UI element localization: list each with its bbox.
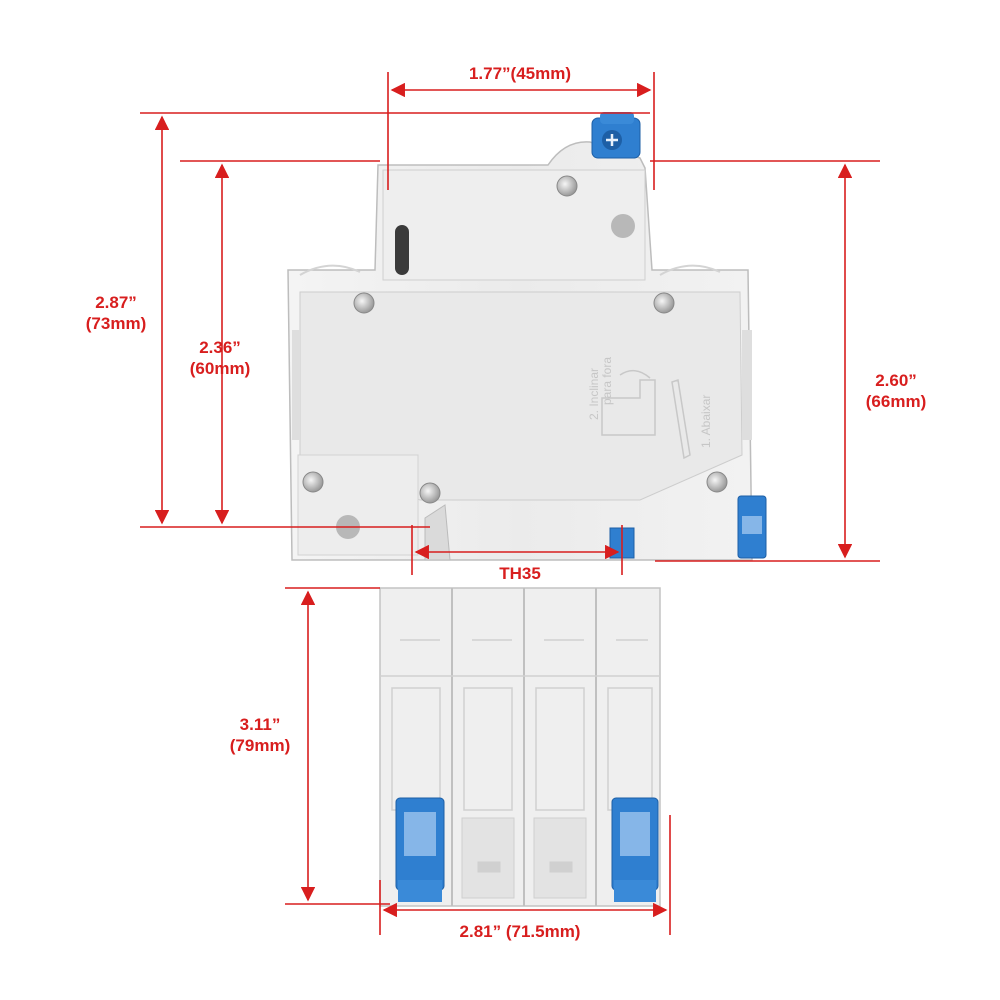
side-view-breaker: 2. Inclinar para fora 1. Abaixar [287,112,767,561]
front-view-breaker [379,587,661,907]
dimension-lines [140,72,880,935]
side-screw-1 [556,175,578,197]
front-recess-lines [380,639,660,811]
label-front-width: 2.81” (71.5mm) [459,922,581,941]
label-total-height-mm: (73mm) [85,314,147,333]
side-hole-top [611,214,635,238]
side-left-rib [292,330,300,440]
label-front-height-in: 3.11” [239,715,281,734]
side-top-bumps-right [659,264,721,276]
label-body-height-in: 2.36” [199,338,241,357]
instruction-text-2: para fora [600,357,614,405]
front-lower-recesses [461,817,587,899]
side-upper-panel [382,169,646,281]
label-right-height: 2.60” (66mm) [846,370,946,412]
bottom-right-terminal [737,495,767,559]
top-screw-terminal [591,112,641,159]
front-right-terminal [611,797,659,902]
side-slot [395,225,409,275]
label-right-height-in: 2.60” [875,371,917,390]
side-right-rib [742,330,752,440]
side-screw-2 [353,292,375,314]
label-front-height: 3.11” (79mm) [210,714,310,756]
label-total-height: 2.87” (73mm) [66,292,166,334]
side-lower-block [297,454,419,556]
side-screw-3 [653,292,675,314]
label-side-width: 1.77”(45mm) [468,64,572,83]
label-right-height-mm: (66mm) [865,392,927,411]
side-screw-4 [302,471,324,493]
instruction-text-3: 1. Abaixar [699,395,713,448]
label-rail: TH35 [499,564,541,583]
label-body-height-mm: (60mm) [189,359,251,378]
label-front-height-mm: (79mm) [229,736,291,755]
side-top-bumps-left [299,264,361,276]
label-body-height: 2.36” (60mm) [170,337,270,379]
embossed-instructions [601,369,691,460]
front-pole-dividers [451,588,597,906]
label-total-height-in: 2.87” [95,293,137,312]
instruction-text-1: 2. Inclinar [587,368,601,420]
side-screw-6 [706,471,728,493]
side-screw-5 [419,482,441,504]
front-left-terminal [395,797,445,902]
